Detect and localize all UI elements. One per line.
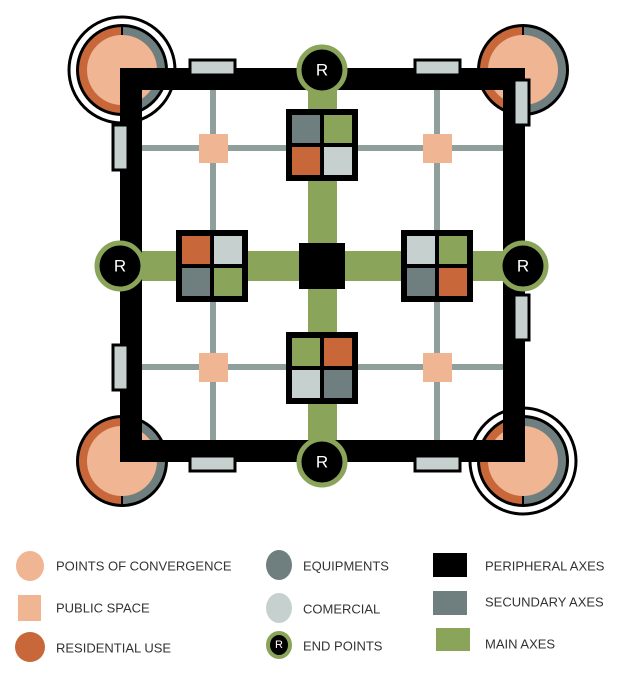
legend-item-secondary: SECUNDARY AXES — [433, 591, 604, 615]
main-swatch — [436, 628, 470, 651]
comercial-quadrant — [407, 236, 435, 264]
legend: POINTS OF CONVERGENCE PUBLIC SPACE RESID… — [15, 550, 605, 662]
center-square — [299, 243, 345, 289]
end-point-top: R — [296, 44, 348, 96]
peripheral-swatch — [433, 553, 467, 577]
equipments-quadrant — [324, 370, 352, 398]
residential-quadrant — [324, 338, 352, 366]
main-quadrant — [439, 236, 467, 264]
legend-item-residential: RESIDENTIAL USE — [15, 632, 171, 662]
residential-quadrant — [439, 268, 467, 296]
public-space-swatch — [18, 595, 41, 621]
legend-label: END POINTS — [303, 639, 383, 654]
main-quadrant — [324, 115, 352, 143]
legend-label: MAIN AXES — [485, 637, 555, 652]
end-point-label: R — [316, 61, 328, 80]
module-left — [176, 230, 248, 302]
comercial-quadrant — [214, 236, 242, 264]
comercial-quadrant — [324, 147, 352, 175]
legend-item-end-points: R END POINTS — [266, 631, 383, 659]
legend-label: SECUNDARY AXES — [485, 595, 604, 610]
residential-swatch — [15, 632, 45, 662]
module-bottom — [286, 332, 358, 404]
end-point-label: R — [517, 257, 529, 276]
end-points: R R R R — [94, 44, 549, 488]
end-point-label: R — [114, 257, 126, 276]
public-space-se — [423, 353, 452, 382]
equipments-swatch — [266, 550, 292, 580]
public-space-sw — [199, 353, 228, 382]
equipments-quadrant — [182, 268, 210, 296]
end-point-left: R — [94, 240, 146, 292]
legend-item-equipments: EQUIPMENTS — [266, 550, 389, 580]
end-point-swatch — [266, 631, 292, 659]
secondary-swatch — [433, 591, 467, 615]
legend-label: RESIDENTIAL USE — [56, 641, 171, 656]
equipments-quadrant — [292, 115, 320, 143]
legend-label: PERIPHERAL AXES — [485, 559, 605, 574]
residential-quadrant — [292, 147, 320, 175]
legend-item-main: MAIN AXES — [436, 628, 555, 652]
legend-label: COMERCIAL — [303, 602, 380, 617]
end-point-label: R — [316, 453, 328, 472]
end-point-bottom: R — [296, 436, 348, 488]
module-right — [401, 230, 473, 302]
main-quadrant — [214, 268, 242, 296]
public-spaces — [199, 134, 452, 382]
public-space-nw — [199, 134, 228, 163]
legend-item-comercial: COMERCIAL — [266, 593, 380, 623]
legend-item-convergence: POINTS OF CONVERGENCE — [16, 551, 232, 581]
legend-label: EQUIPMENTS — [303, 559, 389, 574]
legend-item-public-space: PUBLIC SPACE — [18, 595, 150, 621]
legend-item-peripheral: PERIPHERAL AXES — [433, 553, 605, 577]
main-quadrant — [292, 338, 320, 366]
comercial-quadrant — [292, 370, 320, 398]
use-modules — [176, 109, 473, 404]
legend-label: PUBLIC SPACE — [56, 601, 150, 616]
end-point-right: R — [497, 240, 549, 292]
module-top — [286, 109, 358, 181]
equipments-quadrant — [407, 268, 435, 296]
residential-quadrant — [182, 236, 210, 264]
legend-label: POINTS OF CONVERGENCE — [56, 559, 232, 574]
comercial-swatch — [266, 593, 292, 623]
frame-gates — [111, 58, 531, 473]
end-point-swatch-label: R — [275, 639, 283, 651]
public-space-ne — [423, 134, 452, 163]
convergence-swatch — [16, 551, 44, 581]
